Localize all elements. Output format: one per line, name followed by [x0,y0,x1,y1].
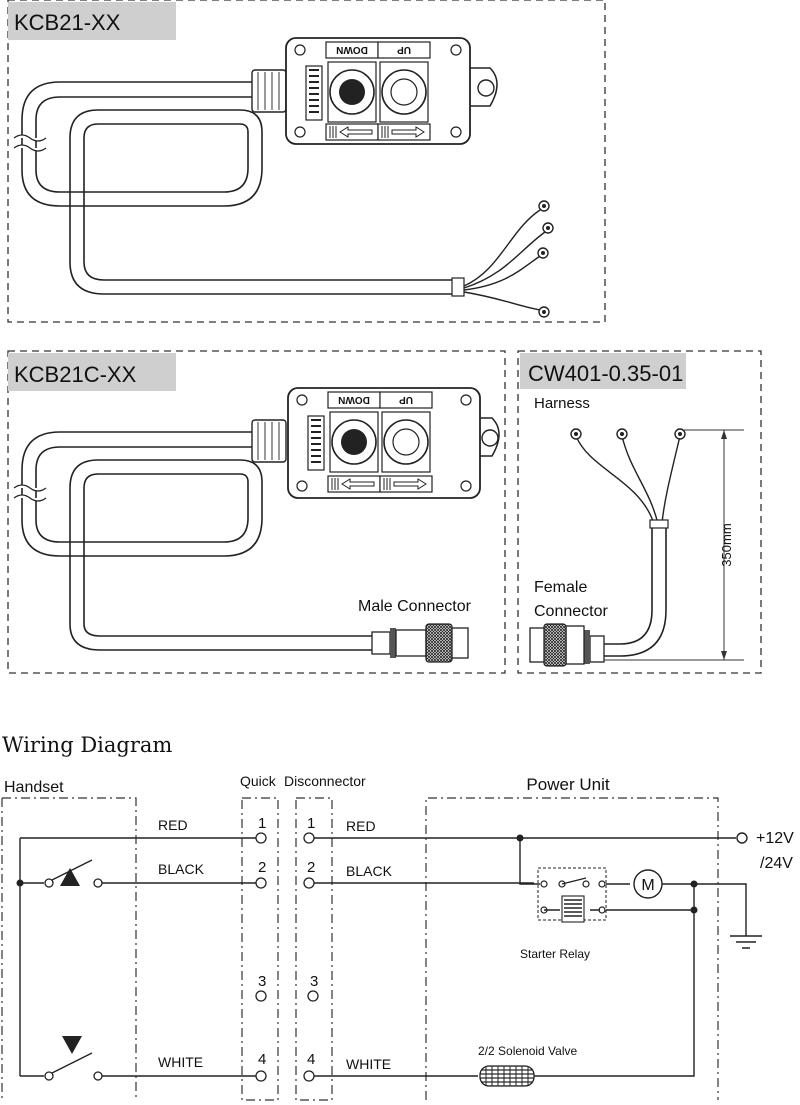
screw-icon [294,44,306,56]
disconnector-label: Disconnector [284,773,366,789]
male-connector-label: Male Connector [358,598,472,615]
female-label-line1: Female [534,579,587,596]
tab-title: CW401-0.35-01 [528,361,683,386]
tab-title: KCB21C-XX [14,362,137,387]
screw-icon [296,394,308,406]
power-unit-frame [425,797,719,1100]
cable-gland [251,419,287,463]
solenoid-valve [479,908,695,1087]
up-switch [20,859,103,888]
handset-box: DOWN UP [287,387,500,499]
screw-icon [450,126,462,138]
break-mark [13,484,47,502]
wire-red-right: RED [346,818,376,834]
supply-terminal [736,832,748,844]
down-button-cap [341,429,367,455]
arrow-right-icon [391,126,425,138]
wiring-diagram: Wiring Diagram Handset Quick Disconnecto… [1,733,794,1101]
hanging-hole [481,429,499,447]
tab-background [8,353,176,391]
wire-black-left: BLACK [158,861,205,877]
tab-background [520,353,686,389]
wire-black-right: BLACK [346,863,393,879]
panel-border [7,0,606,323]
down-switch [20,1036,103,1081]
cable [13,81,554,318]
ground-icon [730,935,762,949]
pin-4-left: 4 [258,1051,266,1068]
motor-label: M [641,877,654,894]
pin-1-left: 1 [258,815,266,832]
panel-cw401: CW401-0.35-01 Harness Female Connector 3… [517,350,762,674]
screw-icon [460,394,472,406]
handset-box: DOWN UP [285,37,498,145]
screw-icon [294,126,306,138]
motor-icon: M [633,869,747,936]
dimension-label: 350mm [719,523,734,566]
disconnector-frame [295,797,333,1101]
voltage-24: /24V [760,855,793,872]
wire-white-left: WHITE [158,1054,203,1070]
harness-label: Harness [534,395,590,412]
panel-border [517,350,762,674]
solenoid-label: 2/2 Solenoid Valve [478,1044,578,1058]
voltage-12: +12V [756,830,794,847]
up-button-cap [390,78,418,106]
cable [13,431,372,651]
arrow-left-icon [339,126,373,138]
down-button-cap [339,79,365,105]
wiring-title: Wiring Diagram [2,733,172,757]
down-label: DOWN [338,394,370,405]
cable-gland [251,69,287,113]
arrow-right-icon [393,478,427,490]
screw-icon [296,480,308,492]
dimension-line: 350mm [604,429,744,661]
male-connector [371,623,469,663]
quick-label: Quick [240,773,277,789]
tab-title: KCB21-XX [14,10,121,35]
down-arrow-icon [62,1036,82,1054]
up-label: UP [397,44,411,55]
up-arrow-icon [60,868,80,886]
female-connector [529,623,605,667]
pin-3-right: 3 [310,973,318,990]
up-button-cap [392,428,420,456]
arrow-left-icon [341,478,375,490]
handset-title: Handset [4,779,64,796]
starter-relay-label: Starter Relay [520,947,590,961]
ring-terminals [537,200,554,318]
wire-red-left: RED [158,817,188,833]
screw-icon [450,44,462,56]
handset-frame [1,797,137,1100]
up-label: UP [399,394,413,405]
pin-3-left: 3 [258,973,266,990]
hanging-hole [477,79,495,97]
starter-relay [519,838,694,923]
tab-background [8,2,176,40]
panel-border [7,350,506,674]
pin-4-right: 4 [307,1051,315,1068]
panel-kcb21: KCB21-XX [7,0,606,323]
panel-kcb21c: KCB21C-XX Male Connector [7,350,506,674]
break-mark [13,134,47,152]
down-label: DOWN [336,44,368,55]
power-unit-title: Power Unit [526,775,609,794]
pin-2-right: 2 [307,859,315,876]
wire-white-right: WHITE [346,1056,391,1072]
harness-wires [570,428,686,657]
screw-icon [460,480,472,492]
female-label-line2: Connector [534,603,608,620]
quick-frame [241,797,279,1101]
pin-1-right: 1 [307,815,315,832]
pin-2-left: 2 [258,859,266,876]
